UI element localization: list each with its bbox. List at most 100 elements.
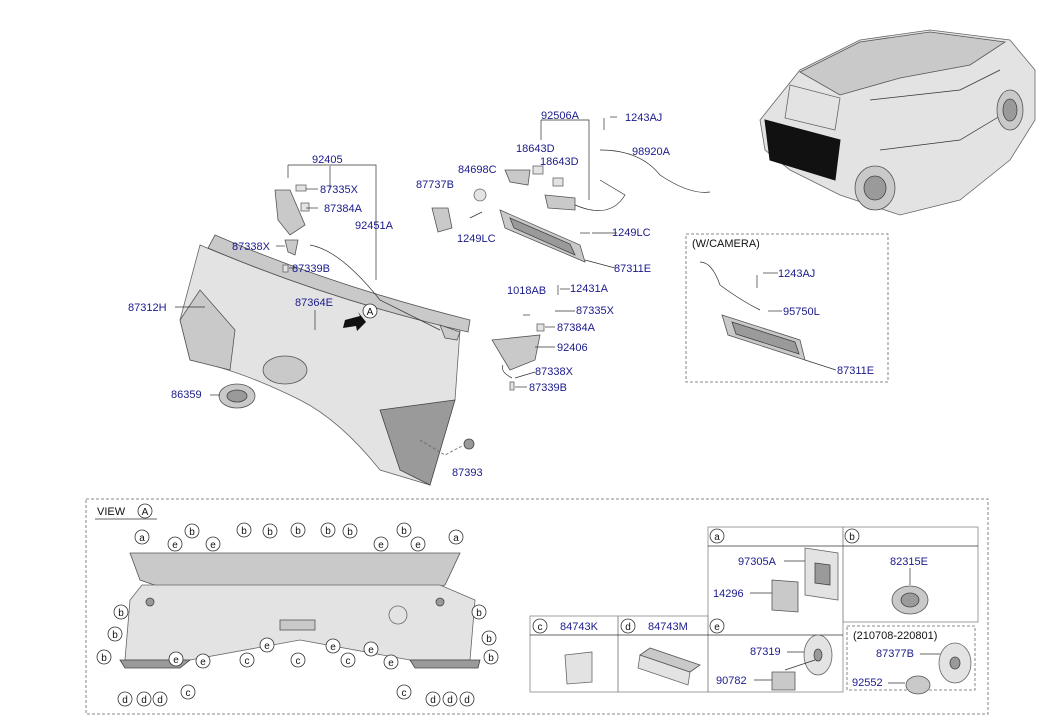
right-lamp-assembly [439,323,545,391]
callout-circle-d [117,691,133,707]
callout-letter-d: d [447,695,453,706]
callout-letter-c: c [296,656,301,667]
callout-circle-d [136,691,152,707]
label-84743k: 84743K [560,621,599,633]
callout-circle-b [107,626,123,642]
tailgate-highlight [764,119,841,181]
callout-circle-e [205,536,221,552]
callout-circle-e [373,536,389,552]
callout-letter-b: b [486,634,492,645]
label-1243aj-camera: 1243AJ [778,268,815,280]
label-86359: 86359 [171,389,202,401]
label-87377b: 87377B [876,648,914,660]
callout-letter-c: c [186,688,191,699]
callout-letter-e: e [264,641,270,652]
emblem-recess [262,355,308,385]
callout-letter-b: b [401,526,407,537]
label-95750l: 95750L [783,306,820,318]
label-87364e: 87364E [295,297,333,309]
label-84698c: 84698C [458,164,497,176]
label-14296: 14296 [713,588,744,600]
callout-circle-d [425,691,441,707]
callout-letter-b: b [241,526,247,537]
callout-letter-b: b [101,653,107,664]
legend-header-e: e [714,622,720,633]
label-87311e-camera: 87311E [837,365,874,377]
callout-circle-d [459,691,475,707]
callout-circle-b [184,523,200,539]
legend-header-a: a [714,532,720,543]
callout-letter-c: c [245,656,250,667]
callout-circle-b [396,522,412,538]
callout-circle-b [471,604,487,620]
label-87339b-right: 87339B [529,382,567,394]
callout-circle-c [180,684,196,700]
callout-letter-b: b [112,630,118,641]
label-87338x-left: 87338X [232,241,271,253]
label-1018ab: 1018AB [507,285,546,297]
callout-circle-e [167,536,183,552]
callout-letter-b: b [118,608,124,619]
callout-circle-b [262,523,278,539]
callout-circle-e [363,641,379,657]
callout-letter-e: e [210,540,216,551]
callout-letter-e: e [173,655,179,666]
emblem-part [218,383,256,409]
callout-circle-e [383,654,399,670]
date-range-label: (210708-220801) [853,630,937,642]
label-87311e-top: 87311E [614,263,651,275]
callout-letter-e: e [172,540,178,551]
label-1243aj-top: 1243AJ [625,112,662,124]
camera-option-box: (W/CAMERA) 1243AJ 95750L 87311E [685,233,889,383]
label-1249lc-right: 1249LC [612,227,651,239]
callout-circle-a [448,529,464,545]
label-12431a: 12431A [570,283,609,295]
label-87335x-right: 87335X [576,305,615,317]
label-18643d-bottom: 18643D [540,156,579,168]
callout-letter-b: b [295,526,301,537]
callout-letter-b: b [325,526,331,537]
license-lamp-garnish [499,165,626,263]
callout-letter-b: b [476,608,482,619]
callout-circle-a [134,529,150,545]
arrow-a-label: A [367,307,374,318]
label-87335x-left: 87335X [320,184,359,196]
label-87393: 87393 [452,467,483,479]
callout-circle-e [259,637,275,653]
callout-letter-c: c [346,656,351,667]
callout-circle-b [483,649,499,665]
tailgate-panel [179,234,471,486]
callout-circle-b [320,522,336,538]
label-87338x-right: 87338X [535,366,574,378]
callout-circle-e [325,638,341,654]
callout-letter-a: a [453,533,459,544]
bracket-part [431,207,453,233]
label-87319: 87319 [750,646,781,658]
legend-header-d: d [625,622,631,633]
callout-circle-d [152,691,168,707]
callout-letter-d: d [157,695,163,706]
view-a-arrow [343,312,366,331]
callout-letter-e: e [388,658,394,669]
label-92405: 92405 [312,154,343,166]
legend-header-c: c [538,622,543,633]
callout-circle-c [396,684,412,700]
callout-circle-c [239,652,255,668]
callout-letter-b: b [488,653,494,664]
callout-letter-c: c [402,688,407,699]
grommet-part [463,438,475,450]
left-lamp-assembly [274,184,441,331]
label-87384a-right: 87384A [557,322,596,334]
label-97305a: 97305A [738,556,777,568]
legend-header-b: b [849,532,855,543]
label-84743m: 84743M [648,621,688,633]
label-92406: 92406 [557,342,588,354]
label-87339b-left: 87339B [292,263,330,275]
label-92451a: 92451A [355,220,394,232]
callout-circle-e [410,536,426,552]
tape-pad-c [564,651,593,685]
callout-circle-b [113,604,129,620]
callout-circle-b [290,522,306,538]
